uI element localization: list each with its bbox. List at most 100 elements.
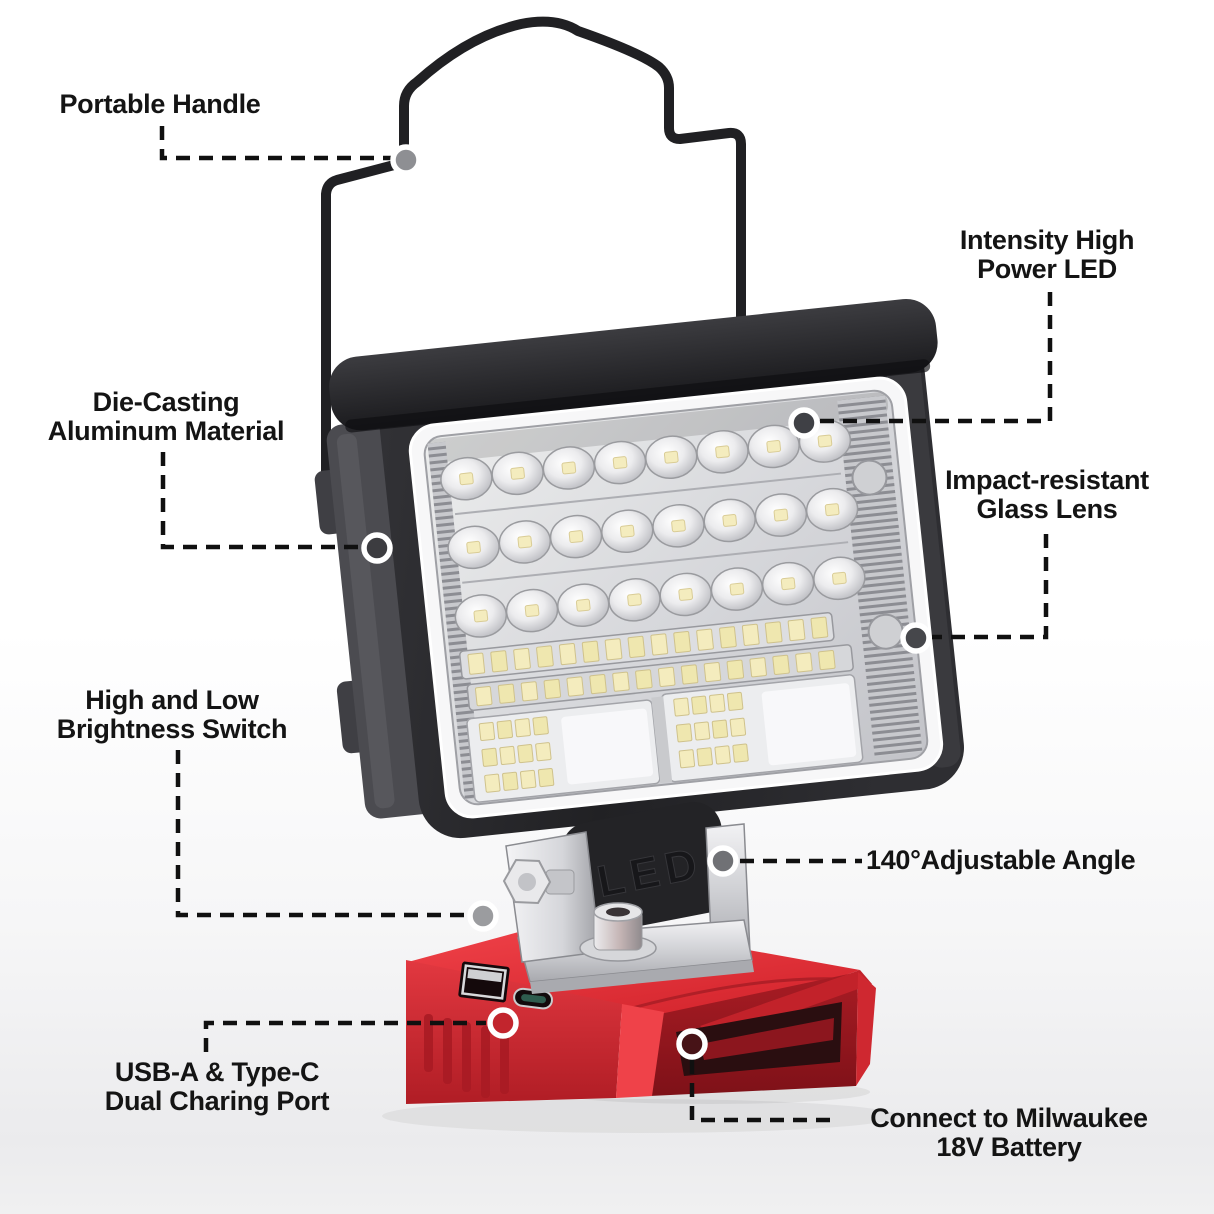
brightness-switch-marker	[467, 900, 499, 932]
panel-led-chip	[514, 718, 531, 738]
led-strip-1-chips	[467, 616, 829, 675]
panel-led-chip	[481, 747, 498, 767]
brightness-switch-leader	[175, 750, 466, 918]
adjustable-angle-marker	[707, 845, 739, 877]
strip-led-chip	[795, 652, 813, 673]
panel-led-chip	[726, 691, 744, 711]
callout-portable-handle: Portable Handle	[40, 90, 280, 119]
glass-lens	[408, 376, 944, 819]
callout-line: 18V Battery	[936, 1131, 1082, 1162]
led-chip	[824, 503, 840, 517]
panel-led-chip	[535, 742, 552, 762]
lamp-head	[314, 298, 964, 839]
portable-handle-leader	[159, 126, 391, 161]
callout-line: Intensity High	[959, 225, 1135, 255]
strip-led-chip	[719, 626, 737, 649]
cooling-ribs	[424, 1014, 509, 1098]
led-chip	[773, 508, 789, 522]
strip-led-chip	[696, 628, 714, 651]
strip-led-chip	[490, 650, 509, 673]
panel-led-chip	[537, 768, 555, 788]
led-chip	[678, 587, 694, 601]
battery-connect-marker	[676, 1028, 708, 1060]
strip-led-chip	[558, 643, 577, 666]
strip-led-chip	[474, 686, 493, 707]
led-chip	[729, 582, 745, 596]
panel-led-chip	[532, 716, 549, 736]
led-chip	[510, 466, 525, 480]
panel-led-chip	[729, 717, 747, 737]
usb-ports-marker	[487, 1007, 519, 1039]
callout-battery-connect: Connect to Milwaukee 18V Battery	[846, 1104, 1172, 1161]
strip-led-chip	[513, 647, 531, 670]
strip-led-chip	[673, 630, 692, 654]
strip-led-chip	[749, 657, 767, 678]
led-chip	[671, 519, 686, 533]
strip-led-chip	[566, 676, 584, 697]
panel-led-chip	[709, 693, 726, 713]
strip-led-chip	[520, 681, 539, 702]
impact-lens-leader	[932, 534, 1049, 640]
usb-a-port	[458, 961, 510, 1003]
led-chip	[663, 450, 679, 464]
strip-led-chip	[635, 669, 653, 690]
callout-brightness-switch: High and Low Brightness Switch	[38, 686, 306, 743]
callout-line: Portable Handle	[59, 89, 261, 119]
led-chip	[619, 524, 635, 538]
callout-die-casting: Die-Casting Aluminum Material	[30, 388, 302, 445]
led-chip	[524, 604, 540, 618]
big-led-array	[440, 419, 866, 638]
callout-line: Aluminum Material	[47, 415, 285, 446]
led-panel-left-chips	[478, 716, 555, 793]
panel-led-chip	[711, 719, 729, 739]
callout-line: Brightness Switch	[56, 713, 288, 744]
strip-led-chip	[772, 654, 790, 675]
strip-led-chip	[467, 652, 486, 675]
callout-markers	[361, 144, 932, 1060]
callout-intensity-led: Intensity High Power LED	[916, 226, 1178, 283]
intensity-led-marker	[788, 407, 820, 439]
panel-led-chip	[502, 771, 519, 791]
led-chip	[459, 472, 474, 486]
strip-led-chip	[741, 623, 760, 646]
strip-led-chip	[612, 671, 630, 692]
usb-ports-leader	[203, 1020, 486, 1052]
led-chip	[575, 598, 591, 612]
led-chip	[715, 445, 730, 459]
led-chip	[466, 540, 481, 554]
impact-lens-marker	[900, 622, 932, 654]
callout-line: USB-A & Type-C	[114, 1057, 320, 1087]
panel-led-chip	[714, 745, 731, 765]
callout-impact-lens: Impact-resistant Glass Lens	[916, 466, 1178, 523]
usb-c-port	[513, 987, 553, 1010]
panel-led-chip	[496, 720, 514, 740]
callout-line: 140°Adjustable Angle	[866, 845, 1136, 875]
strip-led-chip	[726, 659, 745, 680]
strip-led-chip	[657, 666, 676, 687]
callout-adjustable-angle: 140°Adjustable Angle	[866, 846, 1196, 875]
strip-led-chip	[604, 638, 623, 661]
strip-led-chip	[680, 664, 699, 685]
led-chip	[561, 461, 577, 475]
battery-connect-leader	[689, 1060, 838, 1123]
callout-line: Power LED	[977, 253, 1117, 284]
strip-led-chip	[536, 645, 554, 668]
led-strip-2-chips	[474, 649, 836, 707]
led-chip	[817, 434, 833, 448]
panel-led-chip	[478, 721, 496, 742]
portable-handle-marker	[390, 144, 422, 176]
panel-led-chip	[499, 745, 516, 765]
panel-led-chip	[691, 695, 708, 715]
led-chip	[832, 571, 847, 585]
panel-led-chip	[675, 723, 693, 743]
panel-led-chip	[678, 749, 696, 769]
pivot-neck: LED	[561, 802, 733, 934]
strip-led-chip	[787, 618, 806, 642]
callout-line: High and Low	[85, 685, 259, 715]
callout-line: Die-Casting	[92, 387, 240, 417]
strip-led-chip	[810, 616, 829, 639]
strip-led-chip	[818, 649, 836, 671]
strip-led-chip	[703, 661, 722, 683]
